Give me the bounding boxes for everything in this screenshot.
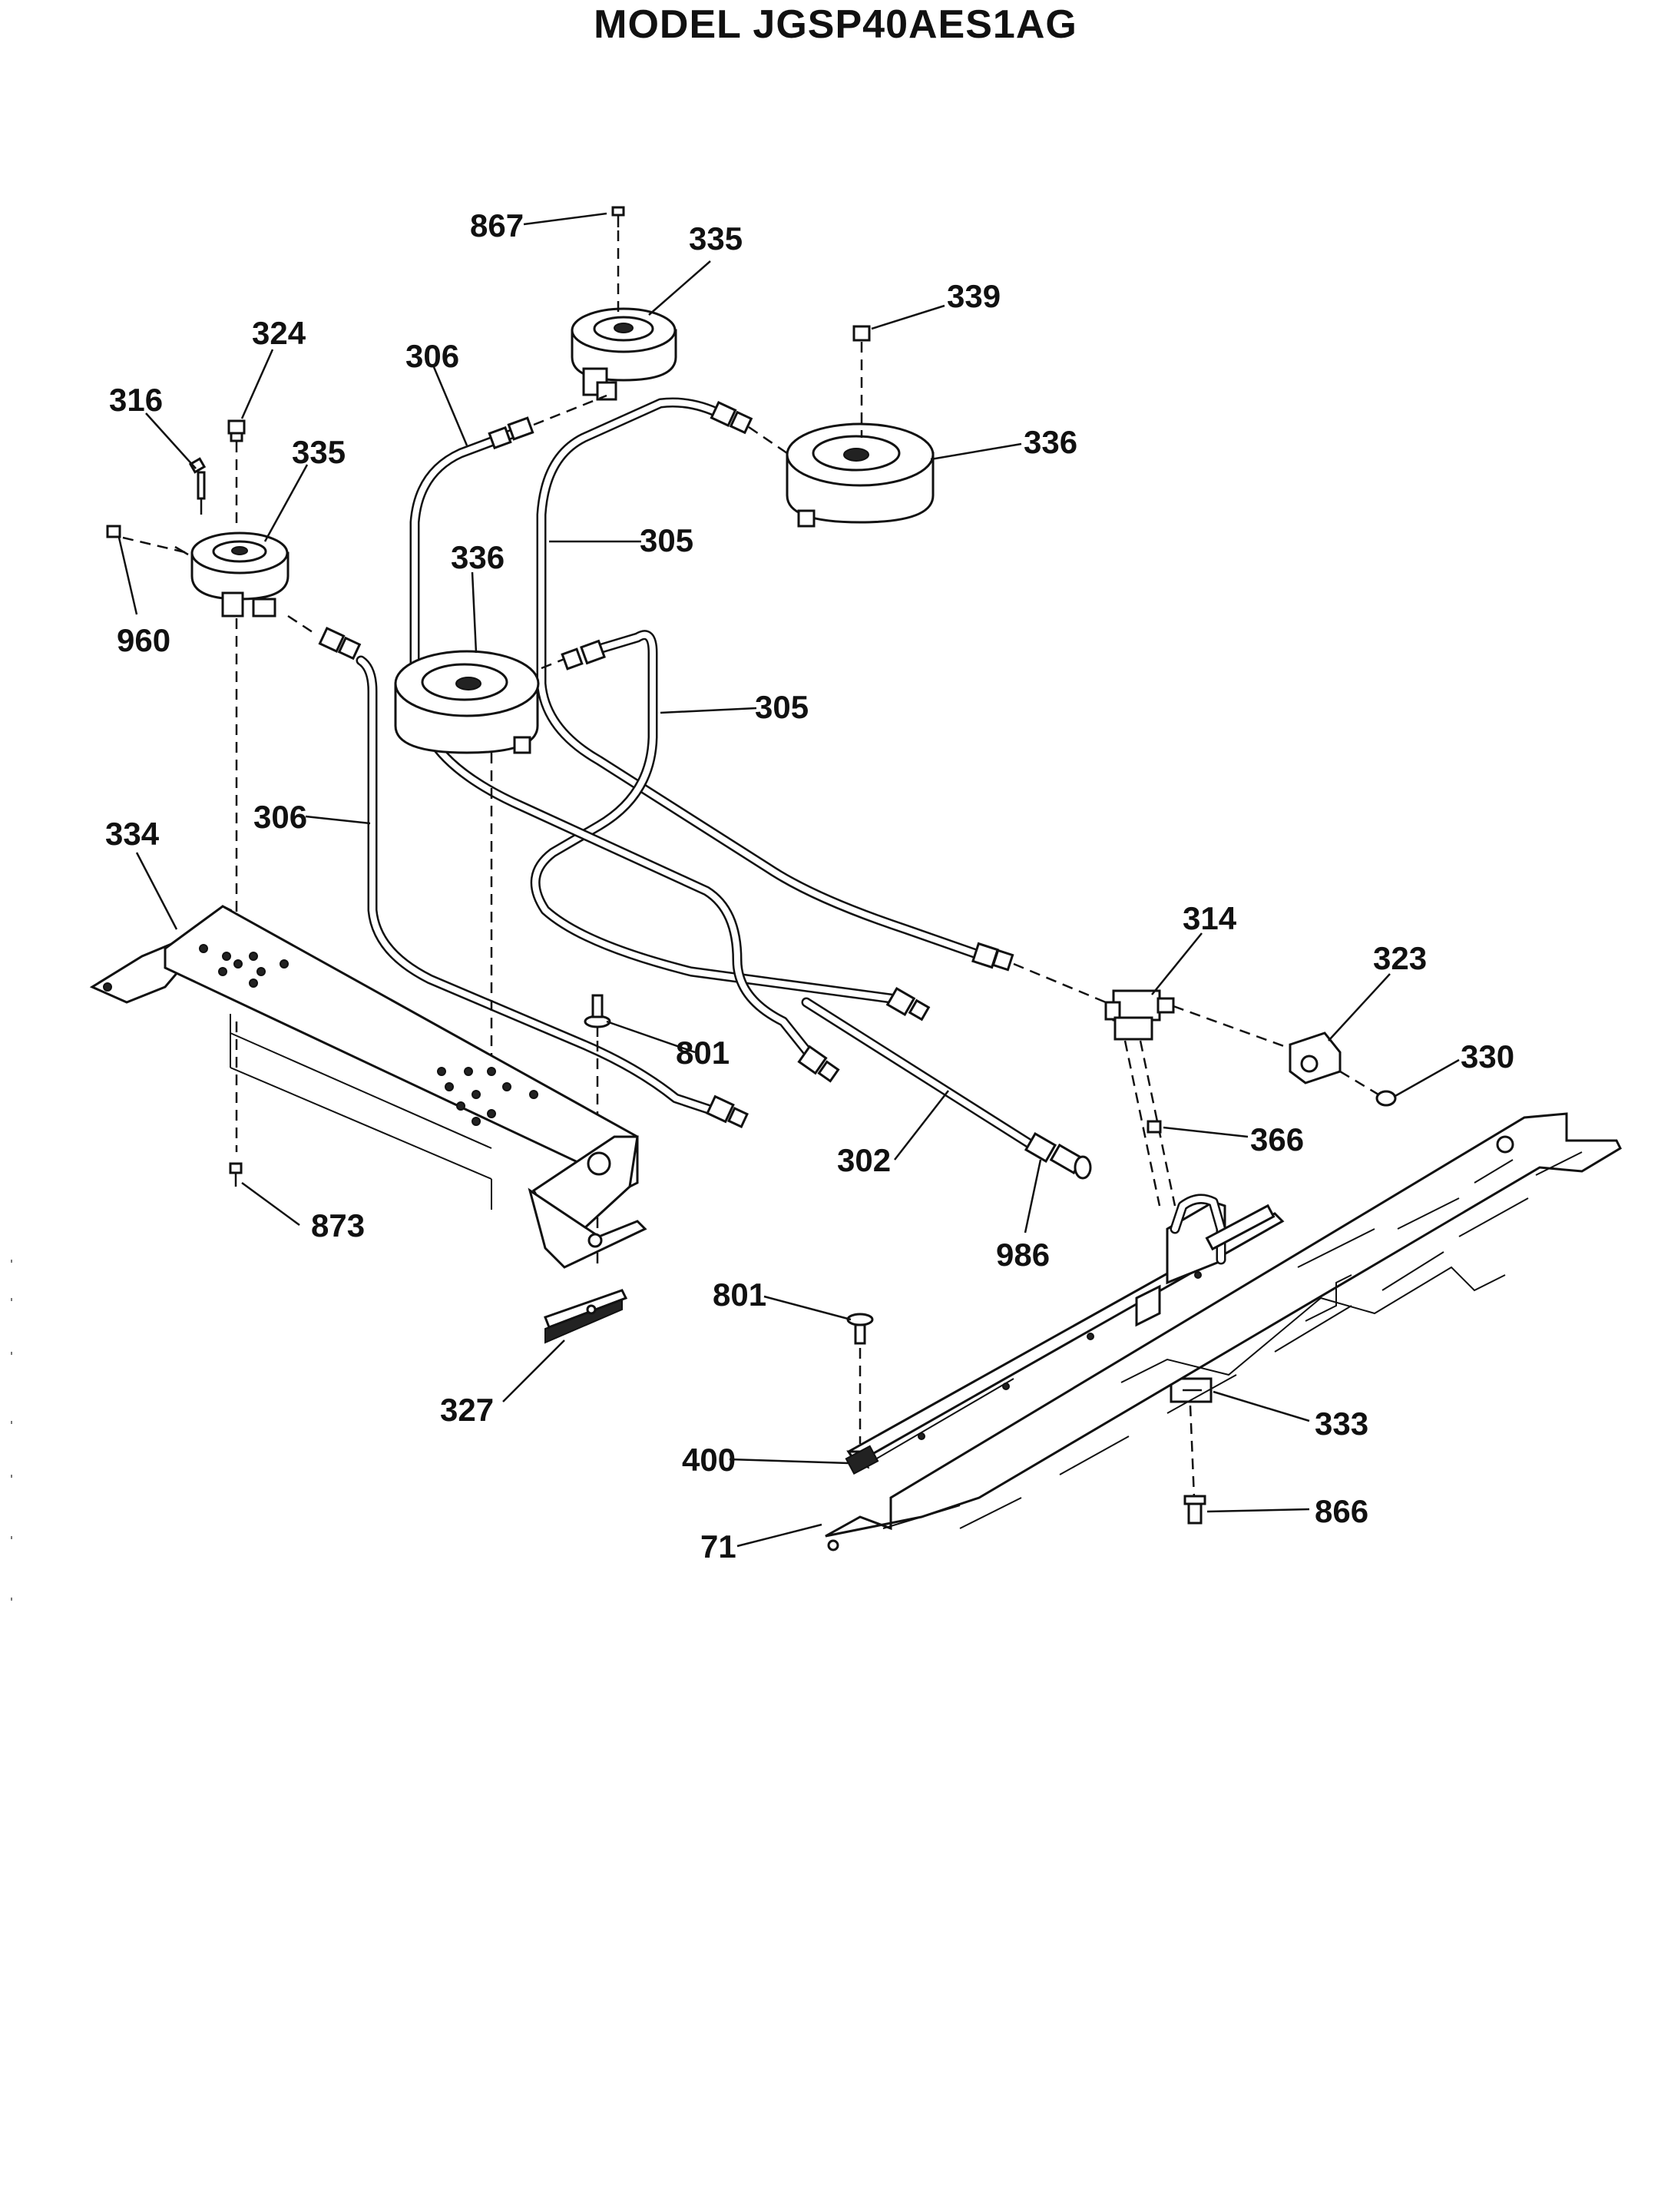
callout-960: 960 <box>117 622 170 658</box>
callout-306-lower: 306 <box>253 799 307 835</box>
callout-801-lower: 801 <box>713 1277 766 1313</box>
gas-tubes <box>356 397 1042 1154</box>
callout-866: 866 <box>1315 1493 1368 1529</box>
burner-335-top <box>571 307 677 401</box>
callout-333: 333 <box>1315 1406 1368 1442</box>
leader-lines <box>117 212 1460 1548</box>
callout-302: 302 <box>837 1142 891 1178</box>
callout-336-center: 336 <box>451 539 505 575</box>
callout-71: 71 <box>700 1528 736 1565</box>
manifold-400 <box>845 1194 1285 1475</box>
pad-327 <box>544 1289 628 1344</box>
diagram-title: MODEL JGSP40AES1AG <box>594 2 1077 47</box>
callout-339: 339 <box>947 278 1001 314</box>
callout-316: 316 <box>109 382 163 418</box>
callout-366: 366 <box>1250 1121 1304 1157</box>
callout-314: 314 <box>1183 900 1237 936</box>
callout-305-upper: 305 <box>640 522 693 558</box>
callout-labels: 867 335 339 324 306 316 335 336 305 336 … <box>105 207 1514 1565</box>
insulation-71 <box>825 1112 1622 1551</box>
callout-327: 327 <box>440 1392 494 1428</box>
bracket-334 <box>89 905 647 1269</box>
callout-873: 873 <box>311 1207 365 1243</box>
tube-fittings <box>318 400 1092 1180</box>
callout-801-upper: 801 <box>676 1035 730 1071</box>
callout-986: 986 <box>996 1237 1050 1273</box>
callout-335-top: 335 <box>689 220 743 257</box>
callout-867: 867 <box>470 207 524 243</box>
callout-323: 323 <box>1373 940 1427 976</box>
callout-330: 330 <box>1461 1038 1514 1075</box>
tube-305-lower <box>530 630 896 1004</box>
callout-324: 324 <box>252 315 306 351</box>
scan-margin-specks <box>11 1260 12 1601</box>
burner-335-left <box>174 531 290 618</box>
callout-334: 334 <box>105 816 160 852</box>
burner-336-center <box>394 650 540 754</box>
callout-400: 400 <box>682 1442 736 1478</box>
callout-306-upper: 306 <box>405 338 459 374</box>
burner-336-right <box>786 422 935 528</box>
callout-335-left: 335 <box>292 434 346 470</box>
callout-336-right: 336 <box>1024 424 1077 460</box>
callout-305-lower: 305 <box>755 689 809 725</box>
